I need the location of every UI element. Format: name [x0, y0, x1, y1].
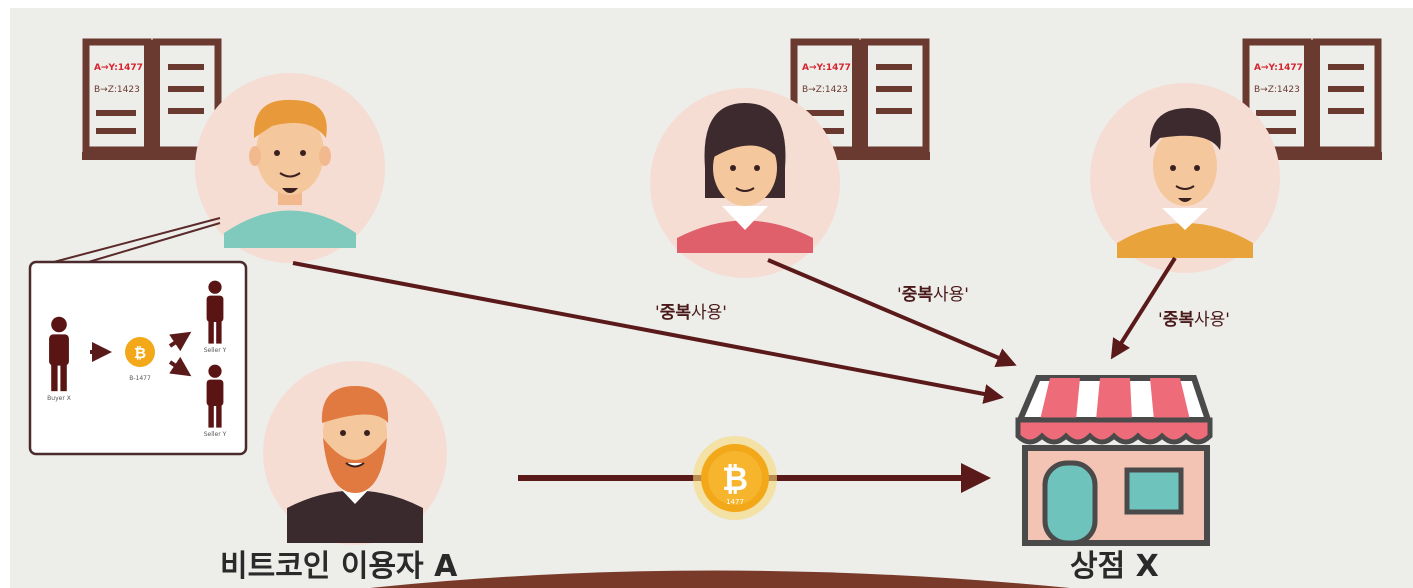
ledger-line-1: A→Y:1477 [802, 63, 851, 73]
svg-text:₿: ₿ [134, 344, 146, 362]
ledger-book-right: A→Y:1477 B→Z:1423 [1242, 40, 1382, 160]
shop-x-label: 상점 X [1070, 549, 1159, 584]
ledger-line-1: A→Y:1477 [94, 63, 143, 73]
transaction-inset: Buyer X ₿ B-1477 Seller Y Seller Y [28, 260, 248, 456]
avatar-dark-hair-person [1090, 83, 1280, 273]
svg-text:₿: ₿ [722, 460, 748, 498]
zoom-line-top [49, 217, 221, 264]
inset-buyer-label: Buyer X [47, 395, 71, 402]
avatar-bearded-user-a [263, 361, 447, 545]
shop-icon [1015, 375, 1213, 546]
arrow-blonde-to-shop [292, 261, 1004, 404]
ledger-line-2: B→Z:1423 [1254, 85, 1300, 95]
diagram-svg: A→Y:1477 B→Z:1423 A→Y:1477 B→Z:1423 A→Y:… [28, 8, 1413, 588]
ledger-book-middle: A→Y:1477 B→Z:1423 [790, 40, 930, 160]
ledger-line-2: B→Z:1423 [802, 85, 848, 95]
double-spend-caption-1: '중복사용' [655, 303, 727, 323]
double-spend-caption-2: '중복사용' [897, 285, 969, 305]
diagram-canvas: A→Y:1477 B→Z:1423 A→Y:1477 B→Z:1423 A→Y:… [10, 8, 1413, 588]
double-spend-caption-3: '중복사용' [1158, 310, 1230, 330]
zoom-line-bottom [84, 222, 221, 264]
inset-coin-label: B-1477 [129, 375, 151, 382]
coin-label: 1477 [726, 498, 744, 506]
user-a-label: 비트코인 이용자 A [220, 549, 458, 584]
arrow-woman-to-shop [767, 258, 1017, 367]
inset-coin [125, 337, 155, 367]
ledger-line-2: B→Z:1423 [94, 85, 140, 95]
bottom-hill [370, 570, 1070, 588]
ledger-line-1: A→Y:1477 [1254, 63, 1303, 73]
avatar-woman [650, 88, 840, 278]
inset-seller-top-label: Seller Y [204, 347, 227, 354]
avatar-blonde-person [195, 73, 385, 263]
arrow-darkhair-to-shop [1110, 256, 1177, 360]
bitcoin-coin: ₿ 1477 [693, 436, 777, 520]
ledger-book-left: A→Y:1477 B→Z:1423 [82, 40, 222, 160]
inset-seller-bottom-label: Seller Y [204, 431, 227, 438]
